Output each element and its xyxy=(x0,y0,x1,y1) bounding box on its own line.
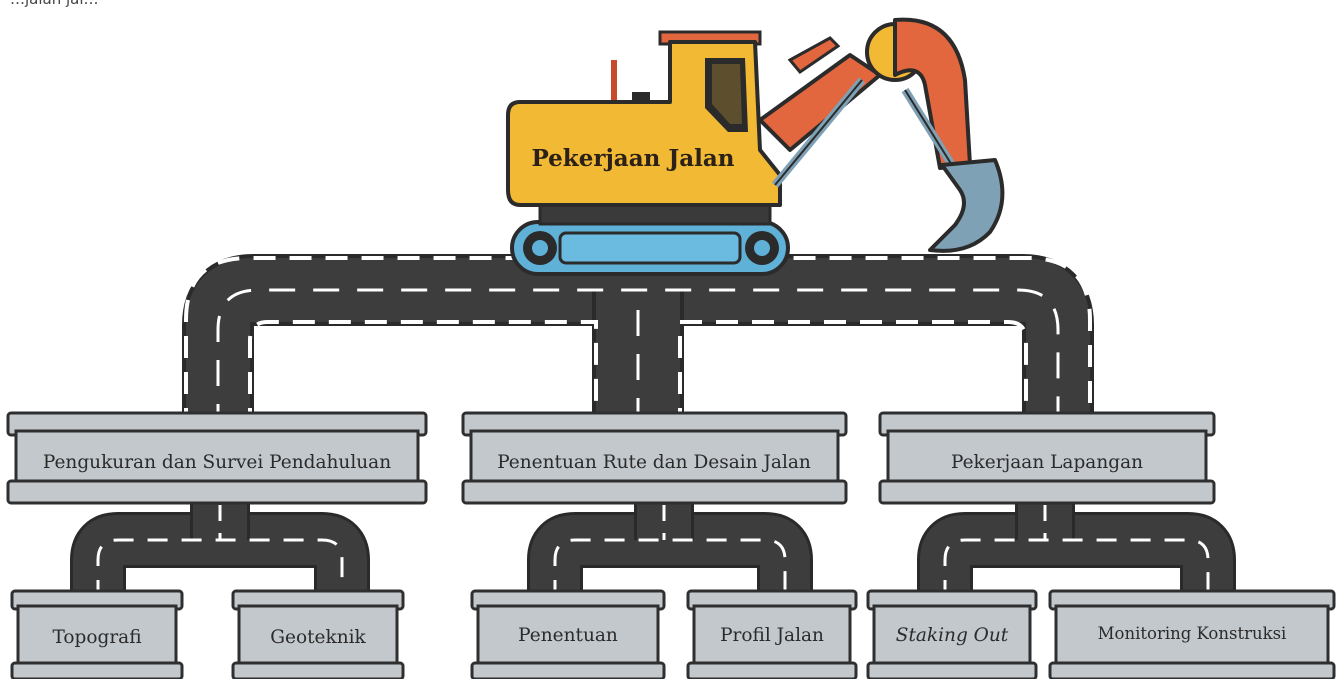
category-3-beam: Pekerjaan Lapangan xyxy=(878,411,1216,505)
category-2-beam: Penentuan Rute dan Desain Jalan xyxy=(461,411,848,505)
sub-road-1 xyxy=(70,500,370,600)
excavator-arm xyxy=(758,17,972,188)
excavator-bucket xyxy=(928,158,1005,253)
child-geoteknik-beam: Geoteknik xyxy=(231,589,405,679)
child-penentuan-beam: Penentuan xyxy=(470,589,666,679)
excavator-tracks xyxy=(510,220,790,276)
child-monitoring-beam: Monitoring Konstruksi xyxy=(1048,589,1336,679)
child-staking-out-beam: Staking Out xyxy=(866,589,1038,679)
child-profil-jalan-label: Profil Jalan xyxy=(720,625,824,646)
child-geoteknik-label: Geoteknik xyxy=(270,627,366,648)
sub-road-3 xyxy=(917,500,1236,600)
category-2-label: Penentuan Rute dan Desain Jalan xyxy=(497,452,811,473)
main-road xyxy=(182,254,1094,430)
sub-road-2 xyxy=(527,500,813,600)
child-profil-jalan-beam: Profil Jalan xyxy=(686,589,858,679)
child-topografi-beam: Topografi xyxy=(10,589,184,679)
excavator-label: Pekerjaan Jalan xyxy=(531,145,734,172)
category-1-label: Pengukuran dan Survei Pendahuluan xyxy=(43,452,391,473)
category-3-label: Pekerjaan Lapangan xyxy=(951,452,1143,473)
excavator: Pekerjaan Jalan xyxy=(506,17,1005,276)
child-topografi-label: Topografi xyxy=(52,627,141,648)
child-staking-out-label: Staking Out xyxy=(896,625,1009,646)
top-fragment-text: …jalan jal… xyxy=(10,0,99,8)
child-penentuan-label: Penentuan xyxy=(518,625,618,646)
child-monitoring-label: Monitoring Konstruksi xyxy=(1098,624,1287,643)
category-1-beam: Pengukuran dan Survei Pendahuluan xyxy=(6,411,428,505)
